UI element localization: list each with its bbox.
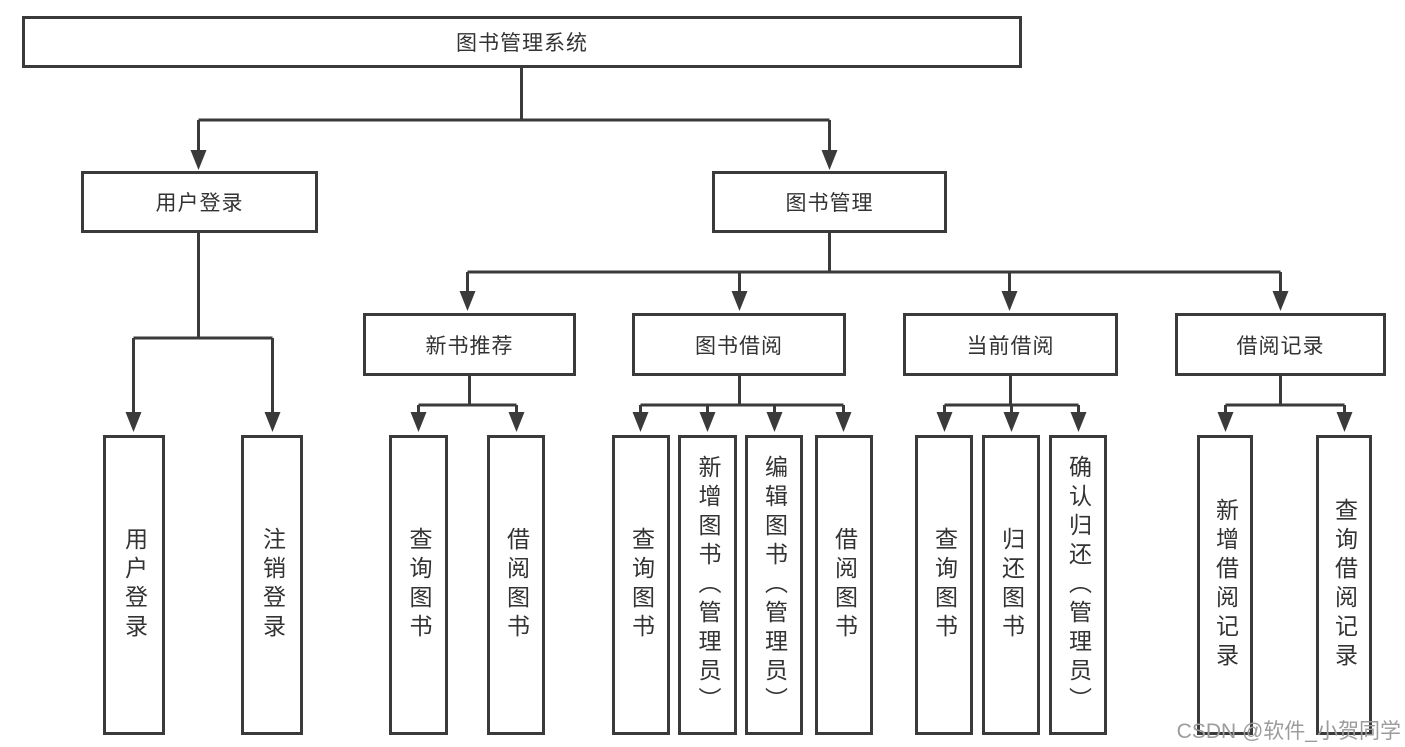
leaf-return-books: 归还图书 [982, 435, 1040, 735]
node-root-system: 图书管理系统 [22, 16, 1022, 68]
arrowheads-rec-leaves [410, 412, 525, 432]
leaf-add-book-admin: 新增图书（管理员） [678, 435, 737, 735]
connector-root-branches [197, 68, 831, 152]
leaf-query-borrow-record: 查询借阅记录 [1316, 435, 1372, 735]
node-book-borrowing-label: 图书借阅 [695, 334, 783, 358]
connector-records-leaves [1224, 376, 1346, 414]
leaf-borrow-books-recommend-label: 借阅图书 [503, 527, 530, 643]
arrowheads-current-leaves [936, 412, 1087, 432]
leaf-edit-book-admin-label: 编辑图书（管理员） [761, 454, 788, 716]
arrowheads-records-leaves [1217, 412, 1353, 432]
connector-borrow-leaves [639, 376, 845, 414]
leaf-add-borrow-record-label: 新增借阅记录 [1212, 498, 1239, 672]
node-book-management: 图书管理 [712, 171, 947, 233]
node-root-label: 图书管理系统 [456, 32, 588, 55]
arrowheads-user-leaves [125, 412, 281, 432]
leaf-logout: 注销登录 [241, 435, 303, 735]
leaf-query-books-current-label: 查询图书 [931, 527, 958, 643]
leaf-borrow-books-borrowing: 借阅图书 [815, 435, 873, 735]
leaf-logout-label: 注销登录 [259, 527, 286, 643]
node-current-borrowing-label: 当前借阅 [966, 334, 1055, 358]
leaf-confirm-return-admin-label: 确认归还（管理员） [1065, 454, 1092, 716]
connector-current-leaves [943, 376, 1080, 414]
leaf-edit-book-admin: 编辑图书（管理员） [745, 435, 803, 735]
leaf-query-borrow-record-label: 查询借阅记录 [1331, 498, 1358, 672]
node-user-login: 用户登录 [81, 171, 318, 233]
leaf-add-book-admin-label: 新增图书（管理员） [695, 454, 721, 716]
leaf-add-borrow-record: 新增借阅记录 [1197, 435, 1253, 735]
leaf-query-books-borrowing-label: 查询图书 [628, 527, 655, 643]
arrowheads-root-branches [190, 150, 838, 170]
csdn-watermark: CSDN @软件_小贺同学 [1176, 720, 1401, 743]
leaf-borrow-books-borrowing-label: 借阅图书 [831, 527, 858, 643]
leaf-confirm-return-admin: 确认归还（管理员） [1049, 435, 1107, 735]
node-borrowing-records: 借阅记录 [1175, 313, 1386, 376]
node-book-management-label: 图书管理 [785, 192, 874, 215]
node-user-login-label: 用户登录 [155, 192, 244, 215]
arrowheads-borrow-leaves [632, 412, 852, 432]
node-new-book-recommend-label: 新书推荐 [425, 334, 514, 358]
leaf-query-books-recommend: 查询图书 [389, 435, 448, 735]
node-new-book-recommend: 新书推荐 [363, 313, 576, 376]
leaf-query-books-current: 查询图书 [915, 435, 973, 735]
arrowheads-mgmt-sections [459, 291, 1289, 311]
leaf-borrow-books-recommend: 借阅图书 [487, 435, 545, 735]
connector-user-leaves [132, 233, 274, 414]
leaf-query-books-recommend-label: 查询图书 [406, 527, 432, 643]
leaf-return-books-label: 归还图书 [998, 527, 1025, 643]
leaf-query-books-borrowing: 查询图书 [612, 435, 670, 735]
leaf-user-login-label: 用户登录 [121, 527, 148, 643]
node-borrowing-records-label: 借阅记录 [1236, 334, 1325, 358]
node-current-borrowing: 当前借阅 [903, 313, 1118, 376]
leaf-user-login: 用户登录 [103, 435, 165, 735]
connector-rec-leaves [417, 376, 518, 414]
node-book-borrowing: 图书借阅 [632, 313, 846, 376]
connector-mgmt-sections [466, 233, 1282, 294]
